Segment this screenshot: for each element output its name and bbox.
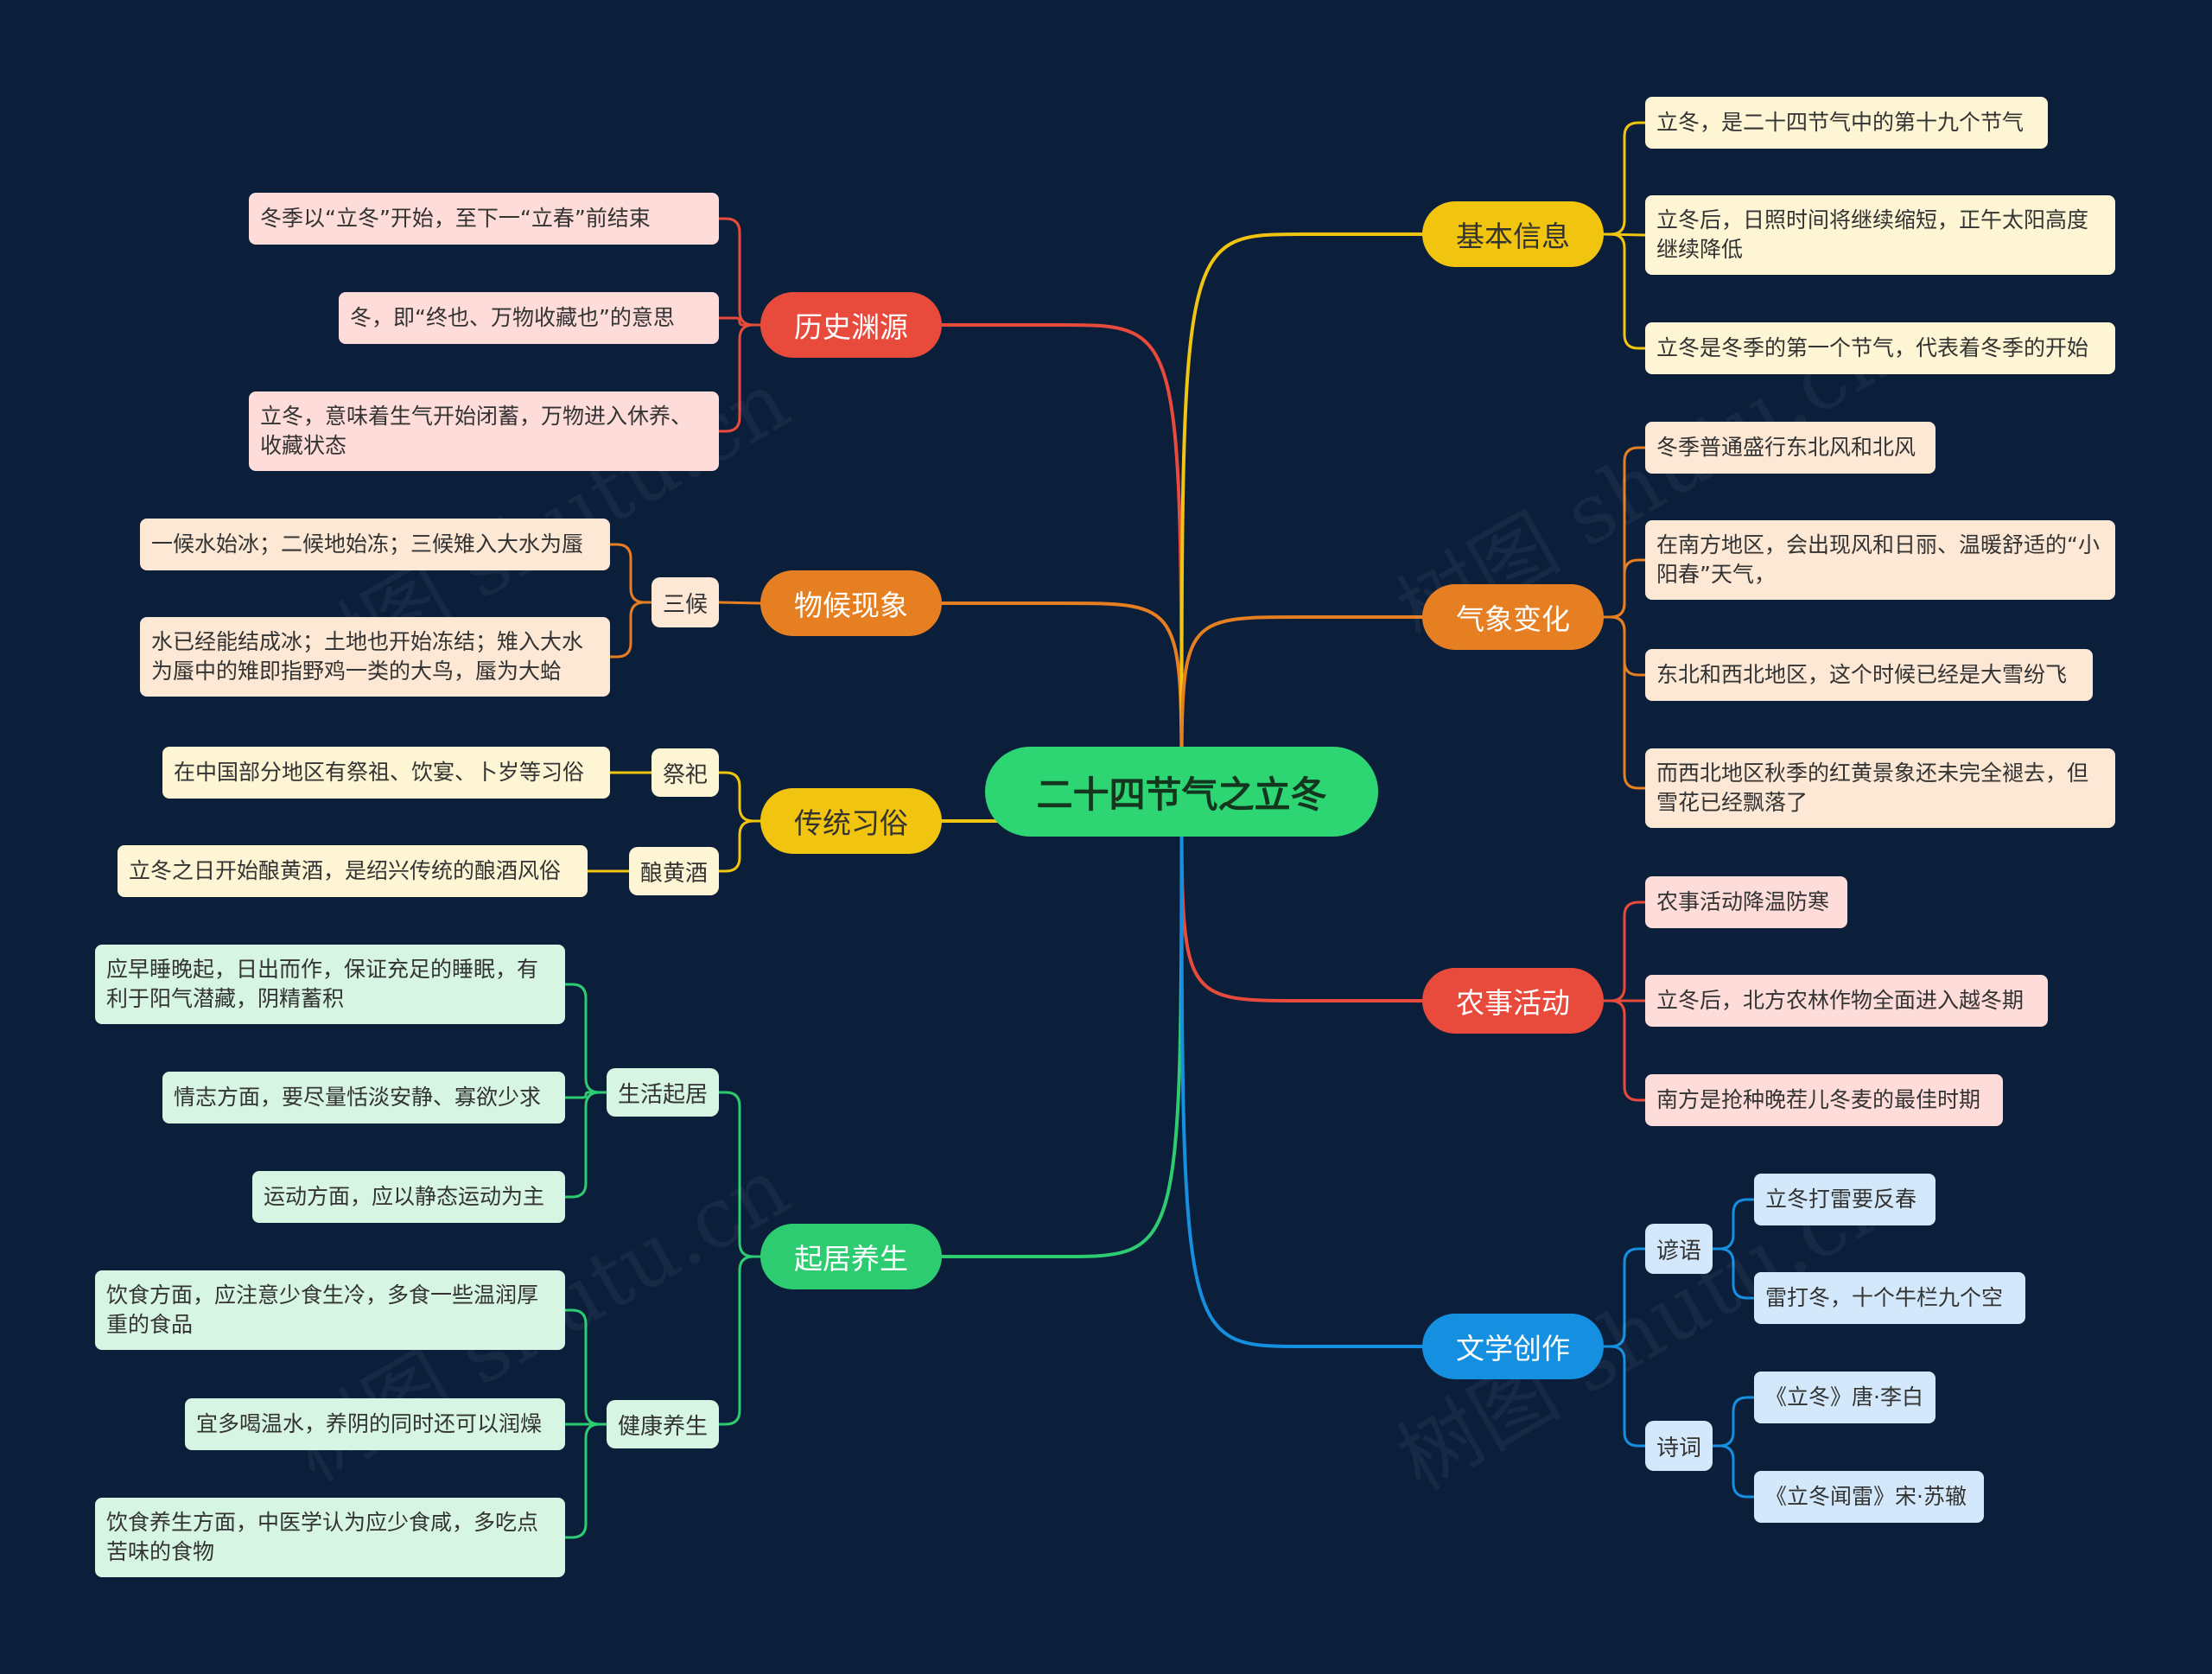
connector-root-jiben xyxy=(1179,232,1424,793)
leaf-weather-4[interactable]: 而西北地区秋季的红黄景象还未完全褪去，但雪花已经飘落了 xyxy=(1645,748,2115,828)
connector-yangsheng-sub xyxy=(563,1091,608,1099)
connector-xisu xyxy=(717,771,762,823)
leaf-basic-3[interactable]: 立冬是冬季的第一个节气，代表着冬季的开始 xyxy=(1645,322,2115,374)
connector-wenxue-sub xyxy=(1711,1396,1756,1448)
connector-root-qixiang xyxy=(1179,615,1424,793)
connector-lishi xyxy=(717,217,762,327)
leaf-phenology-1[interactable]: 一候水始冰；二候地始冻；三候雉入大水为蜃 xyxy=(140,519,610,570)
leaf-health-1[interactable]: 应早睡晚起，日出而作，保证充足的睡眠，有利于阳气潜藏，阴精蓄积 xyxy=(95,945,565,1024)
sub-proverbs[interactable]: 谚语 xyxy=(1645,1224,1713,1274)
leaf-history-3[interactable]: 立冬，意味着生气开始闭蓄，万物进入休养、收藏状态 xyxy=(249,391,719,471)
leaf-proverb-1[interactable]: 立冬打雷要反春 xyxy=(1754,1174,1936,1225)
leaf-history-1[interactable]: 冬季以“立冬”开始，至下一“立春”前结束 xyxy=(249,193,719,245)
branch-customs[interactable]: 传统习俗 xyxy=(760,788,942,854)
connector-qixiang xyxy=(1602,615,1647,790)
leaf-proverb-2[interactable]: 雷打冬，十个牛栏九个空 xyxy=(1754,1272,2025,1324)
connector-xisu xyxy=(717,819,762,873)
connector-nongshi xyxy=(1602,999,1647,1102)
connector-wuhou xyxy=(717,601,762,605)
connector-qixiang xyxy=(1602,558,1647,619)
leaf-farming-2[interactable]: 立冬后，北方农林作物全面进入越冬期 xyxy=(1645,975,2048,1027)
sub-poetry[interactable]: 诗词 xyxy=(1645,1421,1713,1471)
sub-wellness[interactable]: 健康养生 xyxy=(607,1400,719,1448)
leaf-farming-3[interactable]: 南方是抢种晚茬儿冬麦的最佳时期 xyxy=(1645,1074,2003,1126)
leaf-poem-2[interactable]: 《立冬闻雷》宋·苏辙 xyxy=(1754,1471,1984,1523)
connector-wenxue xyxy=(1602,1247,1647,1348)
leaf-farming-1[interactable]: 农事活动降温防寒 xyxy=(1645,876,1847,928)
leaf-health-5[interactable]: 宜多喝温水，养阴的同时还可以润燥 xyxy=(185,1398,565,1450)
sub-daily-life[interactable]: 生活起居 xyxy=(607,1068,719,1117)
sub-worship[interactable]: 祭祀 xyxy=(652,748,719,797)
branch-literature[interactable]: 文学创作 xyxy=(1422,1314,1604,1379)
branch-weather[interactable]: 气象变化 xyxy=(1422,584,1604,650)
leaf-phenology-2[interactable]: 水已经能结成冰；土地也开始冻结；雉入大水为蜃中的雉即指野鸡一类的大鸟，蜃为大蛤 xyxy=(140,617,610,697)
connector-wenxue-sub xyxy=(1711,1247,1756,1300)
connector-yangsheng-sub xyxy=(563,1423,608,1539)
connector-yangsheng-sub xyxy=(563,1308,608,1426)
branch-phenology[interactable]: 物候现象 xyxy=(760,570,942,636)
leaf-health-2[interactable]: 情志方面，要尽量恬淡安静、寡欲少求 xyxy=(162,1072,565,1123)
branch-health[interactable]: 起居养生 xyxy=(760,1224,942,1289)
connector-jiben xyxy=(1602,121,1647,236)
leaf-poem-1[interactable]: 《立冬》唐·李白 xyxy=(1754,1372,1936,1423)
connector-root-lishi xyxy=(940,323,1184,793)
branch-farming[interactable]: 农事活动 xyxy=(1422,968,1604,1034)
connector-wenxue-sub xyxy=(1711,1198,1756,1251)
connector-root-yangsheng xyxy=(940,790,1184,1258)
sub-three-pentads[interactable]: 三候 xyxy=(652,577,719,627)
connector-yangsheng xyxy=(717,1091,762,1258)
leaf-health-4[interactable]: 饮食方面，应注意少食生冷，多食一些温润厚重的食品 xyxy=(95,1270,565,1350)
connector-root-wenxue xyxy=(1179,790,1424,1348)
connector-yangsheng-sub xyxy=(563,1091,608,1199)
connector-yangsheng-sub xyxy=(563,983,608,1094)
leaf-weather-2[interactable]: 在南方地区，会出现风和日丽、温暖舒适的“小阳春”天气， xyxy=(1645,520,2115,600)
leaf-health-3[interactable]: 运动方面，应以静态运动为主 xyxy=(252,1171,565,1223)
leaf-basic-2[interactable]: 立冬后，日照时间将继续缩短，正午太阳高度继续降低 xyxy=(1645,195,2115,275)
leaf-customs-1[interactable]: 在中国部分地区有祭祖、饮宴、卜岁等习俗 xyxy=(162,747,610,799)
leaf-basic-1[interactable]: 立冬，是二十四节气中的第十九个节气 xyxy=(1645,97,2048,149)
leaf-weather-1[interactable]: 冬季普通盛行东北风和北风 xyxy=(1645,422,1936,474)
connector-lishi xyxy=(717,323,762,433)
connector-lishi xyxy=(717,316,762,327)
branch-basic-info[interactable]: 基本信息 xyxy=(1422,201,1604,267)
connector-yangsheng xyxy=(717,1255,762,1426)
connector-wenxue xyxy=(1602,1345,1647,1448)
connector-jiben xyxy=(1602,232,1647,350)
leaf-health-6[interactable]: 饮食养生方面，中医学认为应少食咸，多吃点苦味的食物 xyxy=(95,1498,565,1577)
connector-wenxue-sub xyxy=(1711,1444,1756,1499)
branch-history[interactable]: 历史渊源 xyxy=(760,292,942,358)
connector-wuhou-sub xyxy=(608,543,653,604)
root-topic[interactable]: 二十四节气之立冬 xyxy=(985,747,1378,837)
leaf-weather-3[interactable]: 东北和西北地区，这个时候已经是大雪纷飞 xyxy=(1645,649,2093,701)
sub-rice-wine[interactable]: 酿黄酒 xyxy=(629,847,719,895)
leaf-history-2[interactable]: 冬，即“终也、万物收藏也”的意思 xyxy=(339,292,719,344)
connector-wuhou-sub xyxy=(608,601,653,659)
leaf-customs-2[interactable]: 立冬之日开始酿黄酒，是绍兴传统的酿酒风俗 xyxy=(118,845,588,897)
connector-nongshi xyxy=(1602,901,1647,1002)
